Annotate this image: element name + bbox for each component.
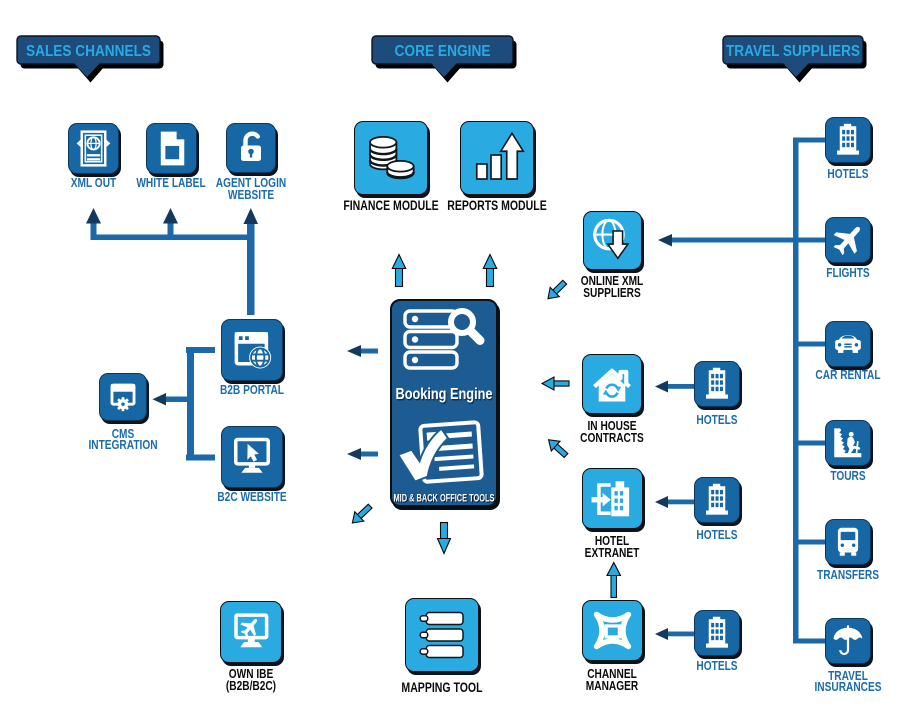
svg-text:Booking Engine: Booking Engine (396, 386, 493, 403)
svg-text:Booking Engine: Booking Engine (397, 387, 494, 404)
svg-text:SALES CHANNELS: SALES CHANNELS (26, 43, 151, 60)
svg-text:MID & BACK OFFICE TOOLS: MID & BACK OFFICE TOOLS (395, 494, 496, 506)
svg-text:TRAVEL SUPPLIERS: TRAVEL SUPPLIERS (726, 43, 860, 60)
svg-text:CORE ENGINE: CORE ENGINE (395, 43, 491, 60)
svg-text:MID & BACK OFFICE TOOLS: MID & BACK OFFICE TOOLS (394, 493, 495, 505)
